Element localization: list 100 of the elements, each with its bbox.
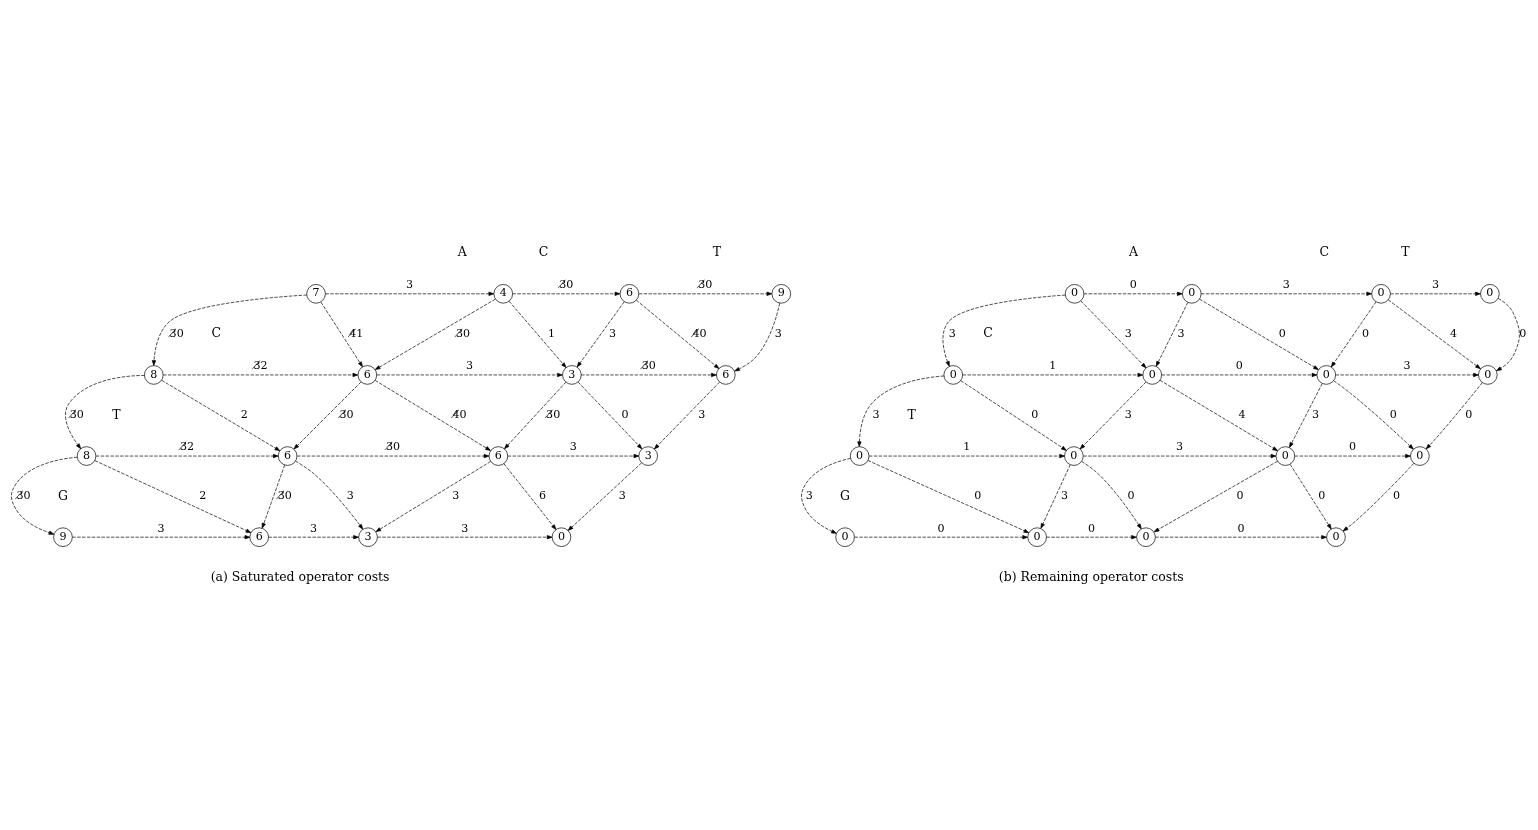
arrow bbox=[960, 379, 1067, 451]
node-circle: 6 bbox=[249, 526, 269, 547]
edge-label: 3 bbox=[1177, 326, 1185, 340]
edge-label: 3 bbox=[1124, 326, 1132, 340]
arrow bbox=[1333, 380, 1414, 449]
edge-label: 0 bbox=[1236, 488, 1244, 502]
arrow bbox=[65, 374, 145, 449]
label: C bbox=[538, 243, 549, 259]
arrow bbox=[1289, 463, 1332, 529]
node-circle: 7 bbox=[306, 283, 326, 304]
edge-label: 0 bbox=[1361, 326, 1369, 340]
arrow bbox=[503, 463, 557, 530]
edge-label: 2 bbox=[199, 488, 207, 502]
edge-label: 3 bbox=[1403, 358, 1411, 372]
arrow bbox=[151, 294, 308, 366]
node-circle: 0 bbox=[1478, 364, 1498, 385]
label: C bbox=[983, 324, 993, 340]
arrow bbox=[1289, 382, 1323, 448]
edge-label: 4 bbox=[1238, 407, 1246, 421]
edge-label: 3 bbox=[1431, 277, 1440, 291]
edge-label: 3 bbox=[608, 326, 616, 340]
label: A bbox=[1129, 243, 1139, 259]
edge-label: 3 bbox=[461, 521, 469, 534]
arrow bbox=[577, 381, 643, 449]
node-circle: 0 bbox=[1064, 283, 1085, 304]
arrow bbox=[1200, 291, 1372, 296]
arrow bbox=[508, 300, 567, 368]
arrow bbox=[161, 379, 281, 451]
arrow bbox=[1155, 534, 1327, 539]
edge-label: 0 bbox=[1393, 488, 1401, 502]
edge-label: 0 bbox=[1318, 488, 1326, 502]
arrow bbox=[325, 291, 495, 296]
edge-label: 1 bbox=[547, 326, 555, 340]
edge-label: 3̸2 bbox=[253, 358, 268, 372]
node-circle: 0 bbox=[849, 445, 870, 466]
node-circle: 6 bbox=[357, 364, 378, 385]
edge-label: 3 bbox=[346, 488, 354, 502]
arrow bbox=[1080, 300, 1147, 368]
arrow bbox=[376, 372, 563, 377]
node-circle: 0 bbox=[1275, 445, 1296, 466]
edge-label: 0 bbox=[1127, 488, 1135, 502]
edge-label: 4̸0 bbox=[692, 326, 707, 340]
edge-label: 4̸1 bbox=[349, 326, 364, 340]
edge-label: 3 bbox=[1311, 407, 1320, 421]
label: G bbox=[840, 487, 851, 503]
label: T bbox=[112, 406, 121, 422]
arrow bbox=[638, 291, 773, 296]
arrow bbox=[11, 456, 78, 535]
edge-label: 0 bbox=[974, 488, 982, 502]
edge-label: 3 bbox=[948, 326, 956, 340]
arrow bbox=[1081, 460, 1142, 529]
arrow bbox=[1040, 463, 1071, 529]
arrow bbox=[1083, 453, 1277, 458]
arrow bbox=[375, 460, 491, 532]
arrow bbox=[296, 453, 490, 458]
edge-label: 3 bbox=[774, 326, 782, 340]
edge-label: 3 bbox=[310, 521, 318, 534]
arrow bbox=[636, 299, 720, 369]
edge-label: 0 bbox=[937, 521, 945, 534]
arrow bbox=[942, 294, 1066, 367]
arrow bbox=[868, 453, 1065, 458]
node-circle: 0 bbox=[1027, 526, 1047, 547]
arrow bbox=[507, 453, 640, 458]
label: A bbox=[457, 243, 467, 259]
arrow bbox=[162, 372, 359, 377]
edge-label: 3̸0 bbox=[277, 488, 292, 502]
edge-label: 3̸0 bbox=[559, 277, 574, 291]
node-circle: 3 bbox=[562, 364, 582, 385]
edge-label: 3 bbox=[872, 407, 880, 421]
node-circle: 9 bbox=[771, 283, 791, 304]
arrow bbox=[854, 534, 1028, 539]
arrow bbox=[1046, 534, 1137, 539]
node-circle: 0 bbox=[1371, 283, 1391, 304]
edge-label: 3̸0 bbox=[16, 488, 31, 502]
node-circle: 8 bbox=[76, 445, 97, 466]
arrow bbox=[374, 379, 491, 451]
edge-label: 3 bbox=[157, 521, 165, 534]
arrow bbox=[95, 453, 279, 458]
node-circle: 0 bbox=[1480, 283, 1500, 304]
label: G bbox=[57, 487, 68, 503]
arrow bbox=[293, 381, 362, 449]
node-circle: 0 bbox=[943, 364, 963, 385]
edge-label: 3 bbox=[1176, 439, 1184, 453]
edge-label: 3̸0 bbox=[169, 326, 184, 340]
edge-label: 0 bbox=[1129, 277, 1137, 291]
edge-label: 0 bbox=[1519, 326, 1527, 340]
arrow bbox=[857, 375, 945, 447]
arrow bbox=[1155, 301, 1189, 367]
edge-label: 3̸0 bbox=[455, 326, 471, 340]
arrow bbox=[580, 372, 717, 377]
arrow bbox=[1083, 291, 1183, 296]
label: C bbox=[211, 324, 221, 340]
arrow bbox=[1388, 299, 1481, 369]
node-circle: 3 bbox=[358, 526, 378, 547]
edge-label: 0 bbox=[1278, 326, 1286, 340]
edge-label: 3̸0 bbox=[339, 407, 354, 421]
edge-label: 3 bbox=[466, 358, 474, 372]
edge-label: 0 bbox=[1465, 407, 1473, 421]
edge-label: 3̸0 bbox=[385, 439, 401, 453]
arrow bbox=[1199, 298, 1319, 370]
